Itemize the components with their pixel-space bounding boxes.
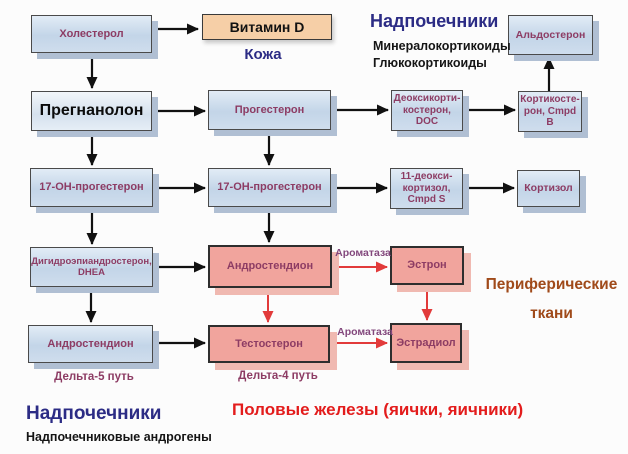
node-androstenedione-mid: Андростендион xyxy=(208,245,332,288)
node-17oh-progesterone-left: 17-ОН-прогестерон xyxy=(30,168,153,207)
label-delta4-path: Дельта-4 путь xyxy=(238,370,318,382)
node-progesterone: Прогестерон xyxy=(208,90,331,130)
heading-adrenals-top: Надпочечники xyxy=(370,11,499,31)
heading-adrenals-bottom: Надпочечники xyxy=(26,403,162,424)
node-androstenedione-left: Андростендион xyxy=(28,325,153,363)
node-estrone: Эстрон xyxy=(390,246,464,285)
node-aldosterone: Альдостерон xyxy=(508,15,593,55)
label-adrenal-androgens: Надпочечниковые андрогены xyxy=(26,430,212,444)
node-deoxycorticosterone: Деоксикорти- костерон, DOC xyxy=(391,90,463,131)
label-aromatase-top: Ароматаза xyxy=(335,247,391,259)
node-11-deoxycortisol: 11-деокси- кортизол, Cmpd S xyxy=(390,168,463,209)
node-estradiol: Эстрадиол xyxy=(390,323,462,363)
heading-peripheral-tissues: Периферические ткани xyxy=(485,276,618,322)
label-glucocorticoids: Глюкокортикоиды xyxy=(373,56,487,70)
label-aromatase-bottom: Ароматаза xyxy=(337,326,393,338)
label-delta5-path: Дельта-5 путь xyxy=(54,371,134,383)
node-cortisol: Кортизол xyxy=(517,170,580,207)
node-vitamin-d: Витамин D xyxy=(202,14,332,40)
node-cholesterol: Холестерол xyxy=(31,15,152,53)
node-17oh-progesterone-mid: 17-ОН-прогестерон xyxy=(208,168,331,207)
label-mineralocorticoids: Минералокортикоиды xyxy=(373,39,511,53)
node-testosterone: Тестостерон xyxy=(208,325,330,363)
heading-gonads: Половые железы (яички, яичники) xyxy=(232,400,524,419)
node-corticosterone: Кортикосте- рон, Cmpd B xyxy=(518,91,582,132)
node-pregnanolone: Прегнанолон xyxy=(31,91,152,131)
node-dhea: Дигидроэпиандростерон, DHEA xyxy=(30,247,153,287)
label-skin: Кожа xyxy=(244,46,282,63)
